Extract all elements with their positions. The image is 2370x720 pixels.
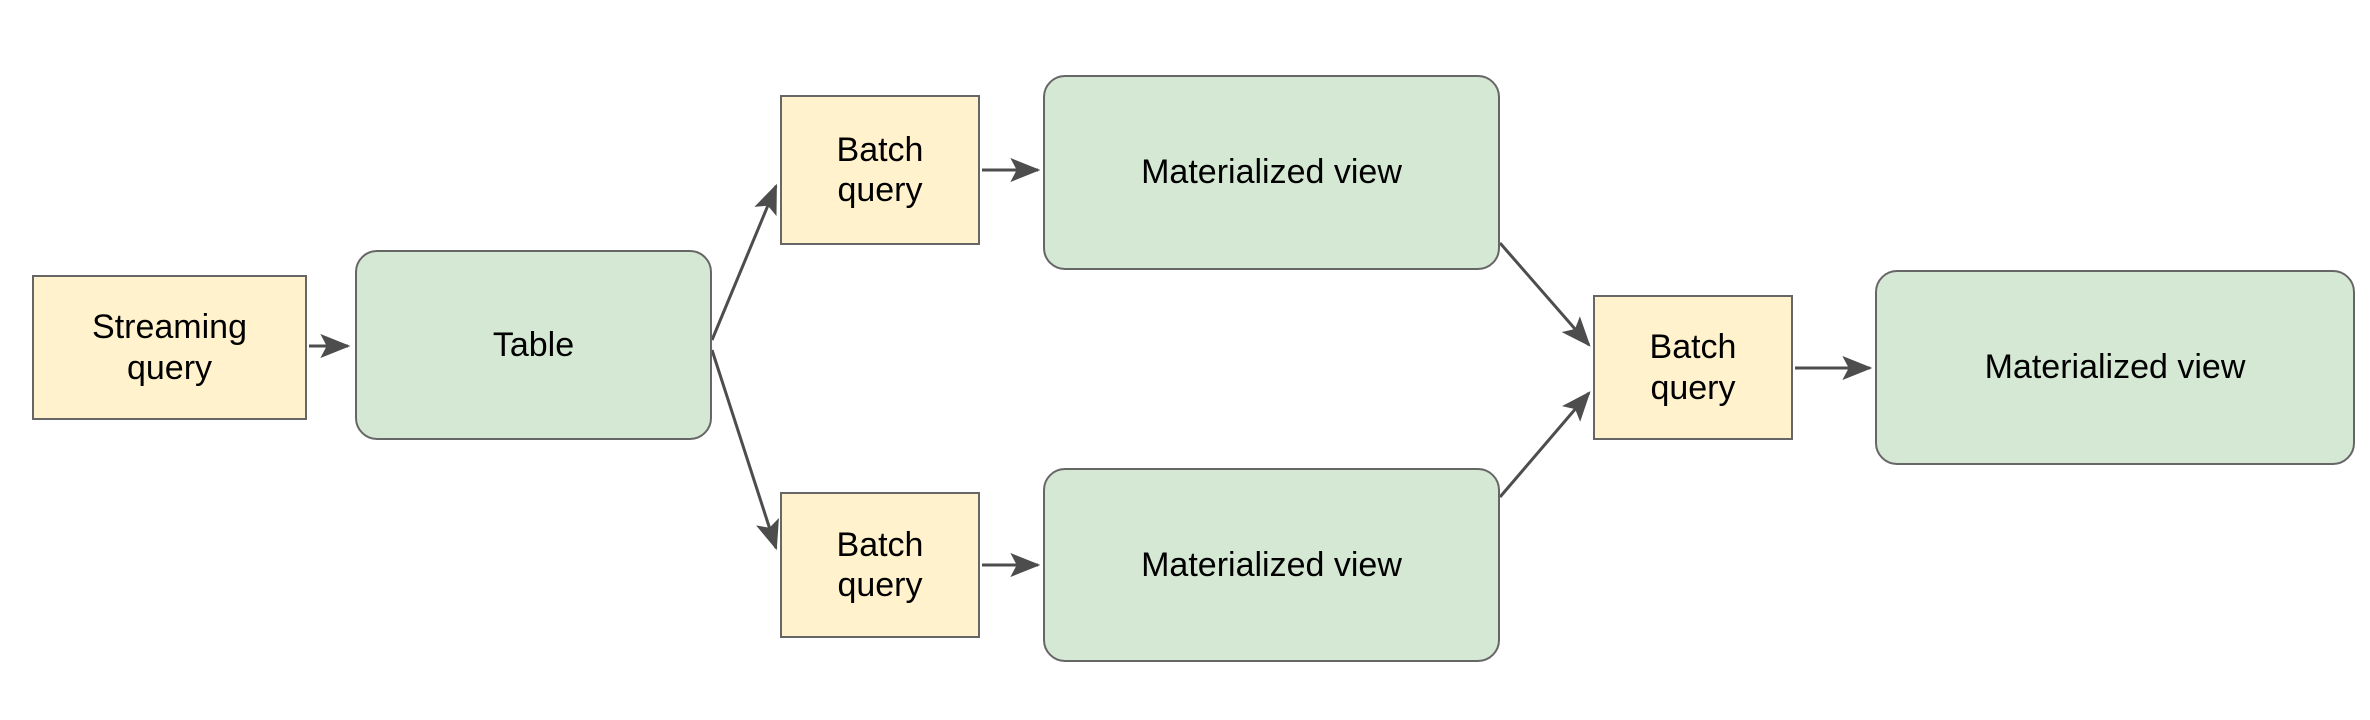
node-batch-query-merge-label: Batch query [1649,328,1737,407]
node-materialized-view-top[interactable]: Materialized view [1043,75,1500,270]
edge-table-to-batch-query-bottom [710,349,779,551]
node-batch-query-bottom-label: Batch query [836,525,924,604]
edge-materialized-view-bottom-to-batch-query-merge [1498,391,1591,498]
edge-table-to-batch-query-top [710,183,778,341]
node-table-label: Table [492,325,575,364]
node-materialized-view-final[interactable]: Materialized view [1875,270,2355,465]
node-batch-query-merge[interactable]: Batch query [1593,295,1793,440]
node-materialized-view-bottom-label: Materialized view [1141,545,1402,584]
node-streaming-query[interactable]: Streaming query [32,275,307,420]
node-batch-query-bottom[interactable]: Batch query [780,492,980,638]
node-batch-query-top[interactable]: Batch query [780,95,980,245]
node-streaming-query-label: Streaming query [92,308,247,387]
node-materialized-view-final-label: Materialized view [1984,348,2246,387]
node-batch-query-top-label: Batch query [836,130,924,209]
node-materialized-view-bottom[interactable]: Materialized view [1043,468,1500,662]
node-table[interactable]: Table [355,250,712,440]
node-materialized-view-top-label: Materialized view [1141,153,1402,192]
edge-materialized-view-top-to-batch-query-merge [1498,242,1591,347]
